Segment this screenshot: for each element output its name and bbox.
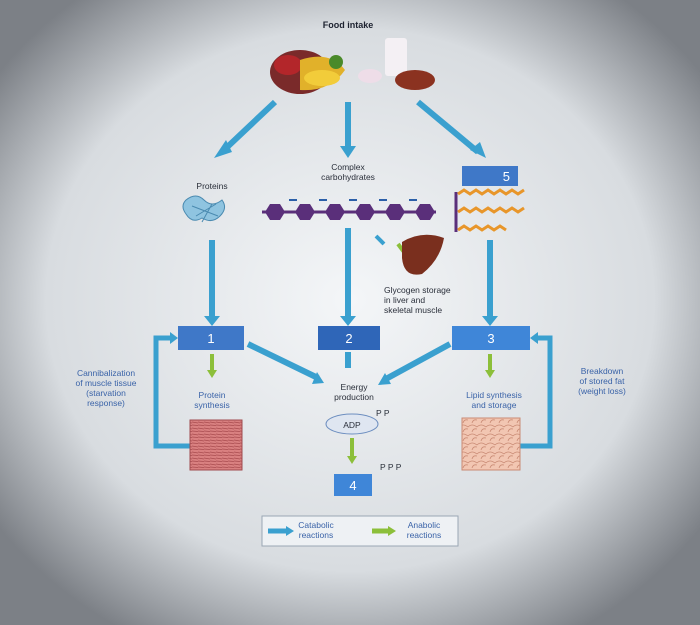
label-cannibal-2: of muscle tissue <box>76 378 137 388</box>
label-breakdown-2: of stored fat <box>580 376 626 386</box>
arrow-box3-energy <box>382 341 452 383</box>
box-2-number: 2 <box>345 331 352 346</box>
label-breakdown-3: (weight loss) <box>578 386 626 396</box>
liver-illustration <box>402 234 444 275</box>
arrow-head-food-proteins <box>214 140 232 158</box>
label-protein-synthesis-1: Protein <box>199 390 226 400</box>
catabolic-arrows <box>214 99 486 158</box>
box-4 <box>334 474 372 496</box>
legend-catabolic-2: reactions <box>299 530 334 540</box>
legend-catabolic-1: Catabolic <box>298 520 334 530</box>
label-protein-synthesis-2: synthesis <box>194 400 229 410</box>
label-cannibal-3: (starvation <box>86 388 126 398</box>
label-glycogen-2: in liver and <box>384 295 425 305</box>
legend: Catabolic reactions Anabolic reactions <box>261 515 459 547</box>
legend-anabolic-2: reactions <box>407 530 442 540</box>
label-adp: ADP <box>343 420 361 430</box>
legend-box <box>261 515 459 547</box>
arrow-muscle-loop <box>153 335 190 449</box>
arrow-food-fats <box>416 99 480 155</box>
label-complex-carbs-2: carbohydrates <box>321 172 375 182</box>
label-glycogen-1: Glycogen storage <box>384 285 451 295</box>
label-complex-carbs-1: Complex <box>331 162 365 172</box>
carbohydrate-chain <box>262 199 436 220</box>
label-glycogen-3: skeletal muscle <box>384 305 442 315</box>
box-1-number: 1 <box>207 331 214 346</box>
protein-structure <box>182 195 226 223</box>
label-lipid-2: and storage <box>472 400 517 410</box>
fatty-acid-chains <box>454 188 525 232</box>
arrow-head-food-fats <box>470 142 486 158</box>
box-5 <box>462 166 518 186</box>
fat-tissue-image <box>461 417 521 471</box>
title-food-intake: Food intake <box>323 20 374 30</box>
label-lipid-1: Lipid synthesis <box>466 390 522 400</box>
box-2 <box>318 326 380 350</box>
box-3 <box>452 326 530 350</box>
arrow-box1-energy <box>246 341 320 381</box>
adp-ellipse <box>325 413 379 435</box>
label-pp: P P <box>376 408 390 418</box>
box-4-number: 4 <box>349 478 356 493</box>
box-3-number: 3 <box>487 331 494 346</box>
label-ppp: P P P <box>380 462 402 472</box>
arrow-head-food-carbs <box>340 146 356 158</box>
muscle-tissue-image <box>189 419 243 471</box>
label-energy-2: production <box>334 392 374 402</box>
label-proteins: Proteins <box>196 181 227 191</box>
arrow-fat-loop <box>520 335 553 449</box>
food-illustration <box>270 38 435 94</box>
arrow-from-liver <box>374 234 386 246</box>
arrow-food-proteins <box>219 99 278 155</box>
box-1 <box>178 326 244 350</box>
label-breakdown-1: Breakdown <box>581 366 624 376</box>
label-cannibal-4: response) <box>87 398 125 408</box>
label-cannibal-1: Cannibalization <box>77 368 135 378</box>
box-5-number: 5 <box>503 169 510 184</box>
label-energy-1: Energy <box>341 382 369 392</box>
legend-anabolic-1: Anabolic <box>408 520 441 530</box>
